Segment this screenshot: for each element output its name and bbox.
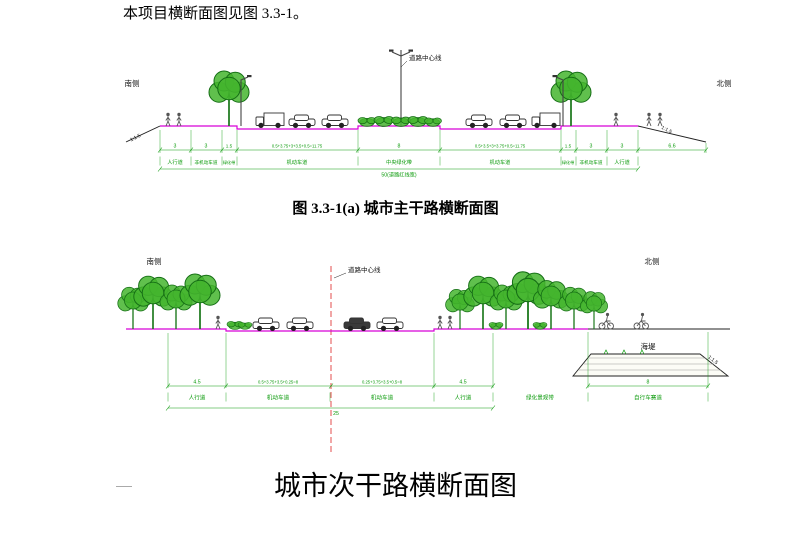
car-icon (499, 114, 527, 129)
segment-dim: 0.25+3.75+3.5+0.5=8 (362, 380, 403, 385)
segment-dim: 0.5+3.75+3+3.5+0.5=11.75 (272, 144, 323, 149)
segment-dim: 8 (647, 380, 650, 386)
right-slope-ratio-label: 1:1.5 (660, 125, 673, 135)
pedestrian-icons (215, 315, 453, 330)
south-side-label: 南侧 (147, 256, 162, 266)
segment-label: 非机动车道 (580, 159, 603, 166)
truck-icon (255, 112, 285, 129)
segment-label: 机动车道 (371, 394, 394, 402)
segment-dim: 1.5 (226, 144, 233, 149)
total-width-dimension (157, 166, 641, 172)
south-side-label: 南侧 (125, 78, 140, 88)
dimension-line (165, 383, 711, 389)
segment-label: 绿化景观带 (526, 394, 554, 402)
total-width-dimension (165, 405, 496, 411)
road-centerline-label: 道路中心线 (348, 265, 381, 274)
segment-label: 机动车道 (490, 158, 511, 166)
label-row-separators (167, 392, 709, 402)
segment-label: 非机动车道 (195, 159, 218, 166)
segment-dim: 4.5 (193, 380, 200, 386)
right-slope-line (637, 125, 707, 143)
road-centerline-label: 道路中心线 (409, 53, 442, 62)
segment-dim: 8 (398, 144, 401, 150)
main-road-cross-section-figure: 南侧 北侧 道路中心线 1:1.5 1:1.5 (125, 48, 732, 179)
segment-dim: 3 (174, 144, 177, 150)
dimension-extension-lines (167, 332, 709, 388)
secondary-road-cross-section-figure: 南侧 北侧 道路中心线 (117, 256, 730, 453)
landscape-tree-belt (444, 270, 609, 330)
segment-label: 人行道 (189, 394, 206, 402)
segment-label: 人行道 (167, 158, 183, 166)
segment-label: 人行道 (614, 158, 630, 166)
label-row-separators (159, 156, 639, 166)
figure2-caption: 城市次干路横断面图 (274, 471, 517, 501)
segment-dim: 0.5+3.5+3+3.75+0.5=11.75 (475, 144, 526, 149)
left-slope-ratio-label: 1:1.5 (129, 133, 142, 143)
dimension-extension-lines (159, 130, 707, 153)
centerline-leader-line (333, 272, 347, 279)
segment-label: 机动车道 (287, 158, 308, 166)
north-side-label: 北侧 (717, 78, 732, 88)
figure1-caption: 图 3.3-1(a) 城市主干路横断面图 (292, 201, 499, 217)
right-slope-ratio-label: 1:1.5 (706, 354, 719, 366)
median-shrubs (357, 116, 442, 127)
segment-dim: 3 (590, 144, 593, 150)
cyclist-icon (598, 312, 614, 330)
intro-text: 本项目横断面图见图 3.3-1。 (123, 6, 308, 22)
segment-dim: 0.5+3.75+3.5+0.25=8 (258, 380, 299, 385)
dimension-line (157, 147, 709, 153)
total-width-label: 25 (333, 411, 339, 417)
segment-label: 机动车道 (267, 394, 290, 402)
segment-label: 自行车赛道 (634, 394, 662, 402)
segment-dim: 1.5 (565, 144, 572, 149)
segment-label: 绿化带 (223, 159, 236, 166)
centerline-leader-line (400, 60, 408, 68)
segment-dim: 4.5 (459, 380, 466, 386)
left-slope-line (125, 125, 161, 143)
segment-dim: 3 (205, 144, 208, 150)
north-side-label: 北侧 (645, 256, 660, 266)
cyclist-icon (633, 312, 649, 330)
car-icon (288, 114, 316, 129)
truck-icon (531, 112, 561, 129)
car-icon (321, 114, 349, 129)
seawall-embankment (572, 349, 730, 377)
segment-label: 绿化带 (562, 159, 575, 166)
road-surface-line (126, 328, 588, 332)
page-artifact-line (116, 486, 132, 487)
slope-width-dim: 6.6 (668, 144, 675, 150)
seawall-label: 海堤 (641, 341, 656, 351)
car-icon (465, 114, 493, 129)
segment-label: 中央绿化带 (386, 158, 412, 166)
segment-label: 人行道 (455, 394, 472, 402)
segment-dim: 3 (621, 144, 624, 150)
car-icon (252, 317, 280, 332)
left-tree-belt (117, 273, 253, 330)
car-icon (343, 317, 371, 332)
car-icon (376, 317, 404, 332)
car-icon (286, 317, 314, 332)
total-width-label: 50(道路红线宽) (381, 171, 416, 179)
